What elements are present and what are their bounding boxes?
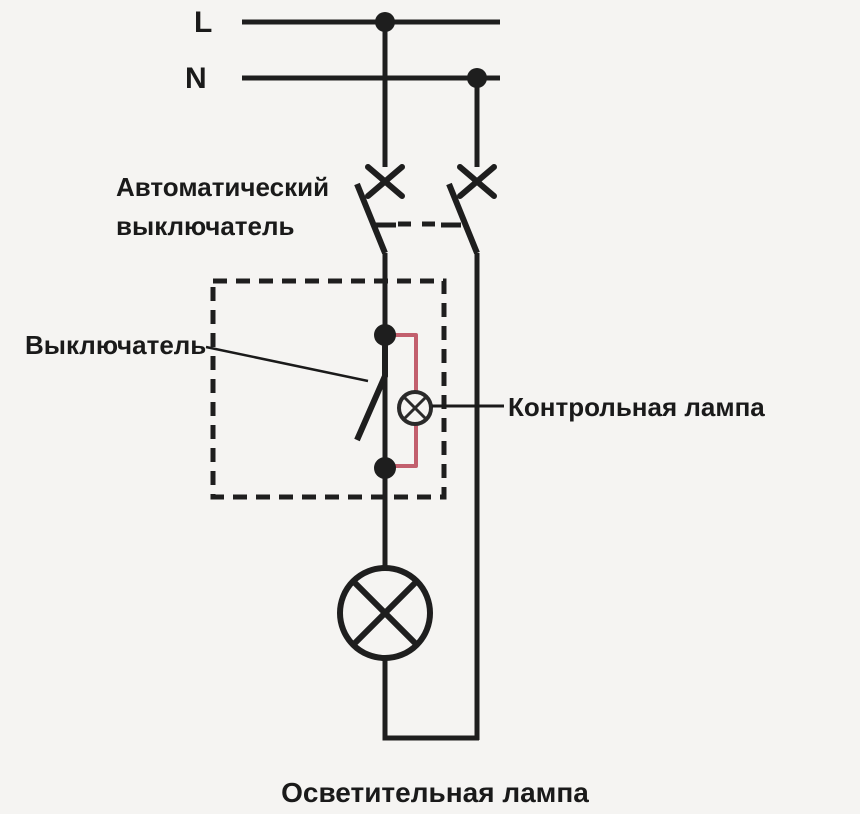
- breaker-x-marks: [365, 164, 497, 199]
- control-lamp-wire-bottom: [390, 423, 418, 468]
- control-lamp-cross-2: [402, 395, 428, 421]
- lighting-lamp-icon: [337, 565, 433, 661]
- switch-enclosure-dashed-box: [210, 278, 447, 500]
- lighting-lamp-cross-2: [350, 578, 420, 648]
- junction-dot-n: [467, 68, 487, 88]
- breaker-x-right-2: [457, 164, 497, 199]
- bus-label-n: N: [185, 62, 207, 95]
- junction-dot-switch-bottom: [374, 457, 396, 479]
- breaker-blade-right: [446, 182, 480, 255]
- lighting-lamp-label: Осветительная лампа: [281, 777, 589, 808]
- junction-dot-l: [375, 12, 395, 32]
- wires: [242, 19, 500, 741]
- breaker-blade-left: [354, 182, 388, 255]
- junction-dot-switch-top: [374, 324, 396, 346]
- circuit-breaker-label: Автоматический выключатель: [116, 172, 330, 241]
- bus-label-l: L: [194, 6, 213, 39]
- control-lamp-wire-top: [390, 333, 418, 393]
- switch-blade: [354, 335, 388, 442]
- switch-label: Выключатель: [25, 330, 207, 360]
- control-lamp-label: Контрольная лампа: [508, 392, 765, 422]
- lamp-return-wire: [382, 658, 479, 741]
- junction-dots: [374, 12, 487, 479]
- breaker-x-left-2: [365, 164, 405, 199]
- control-lamp-wire: [390, 333, 418, 468]
- switch-leader-line: [205, 345, 369, 383]
- control-lamp-icon: [397, 390, 433, 426]
